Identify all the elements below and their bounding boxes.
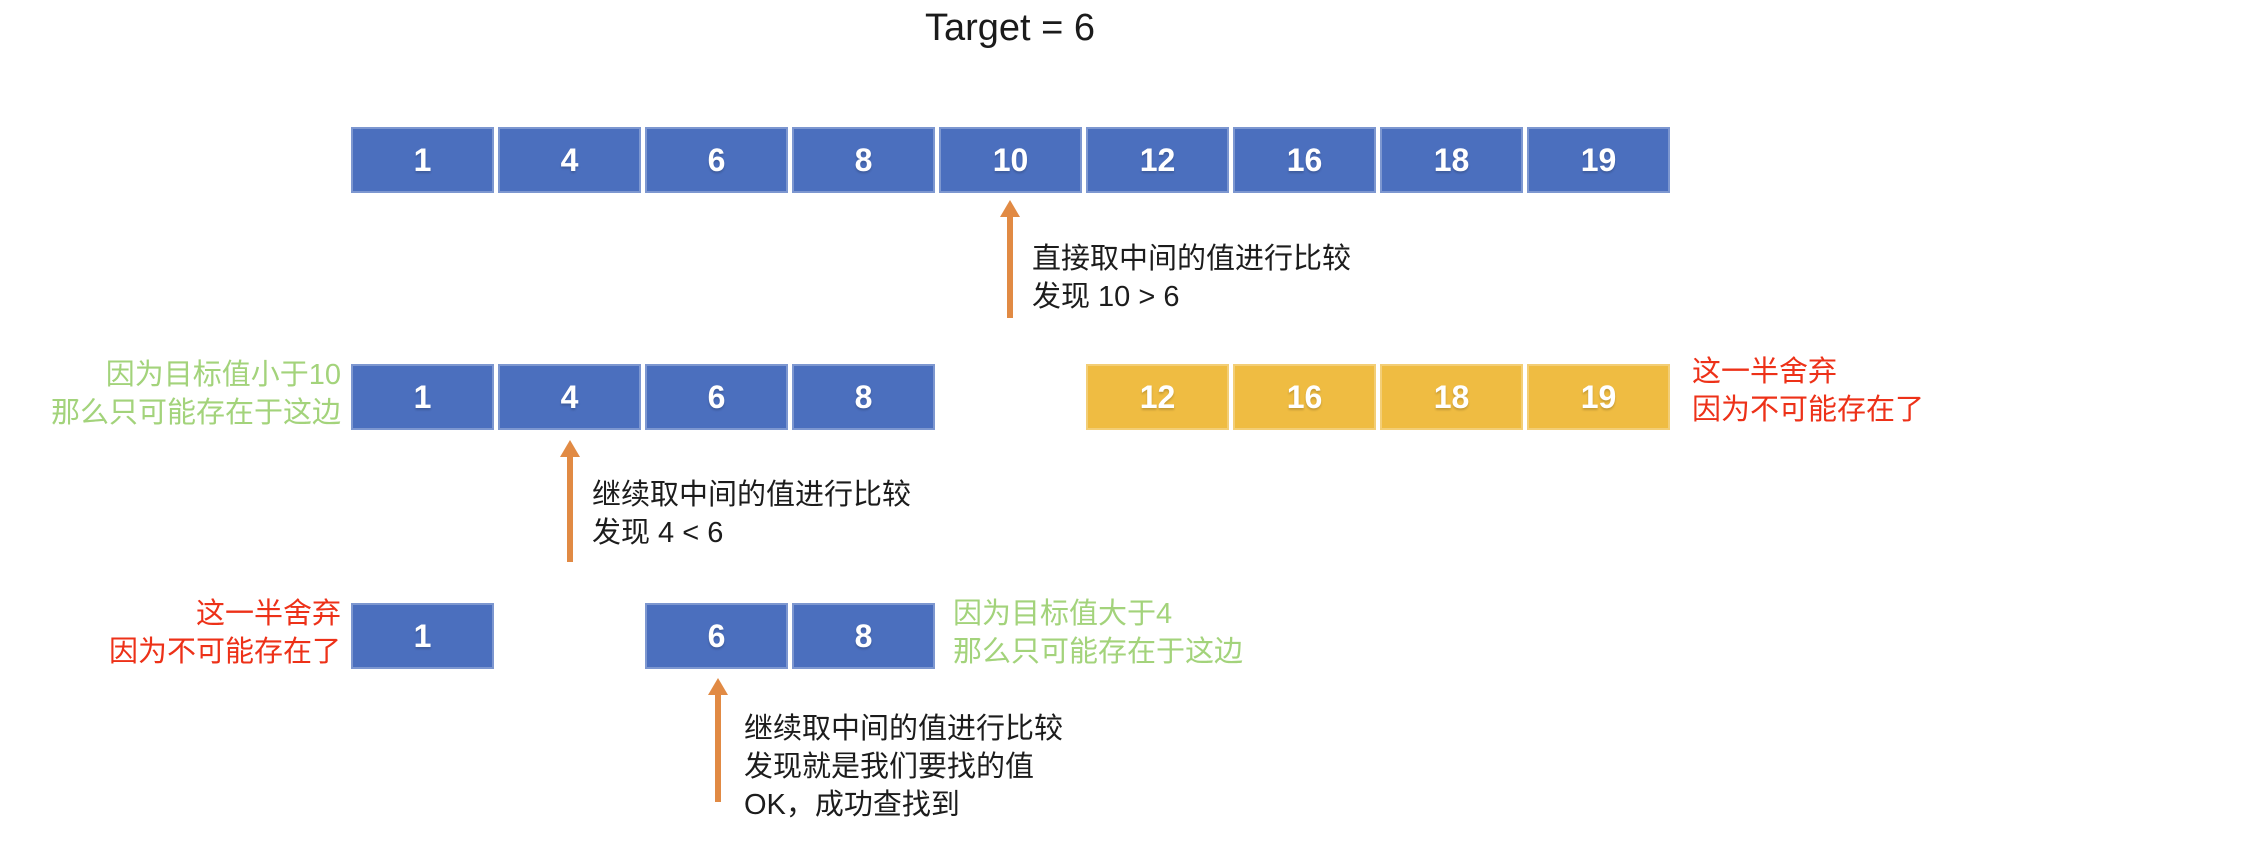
array-cell: 1: [351, 127, 494, 193]
step1-line1: 直接取中间的值进行比较: [1032, 243, 1352, 275]
keep-label-line1: 因为目标值小于10: [105, 359, 341, 391]
step2-annotation: 继续取中间的值进行比较 发现 4 < 6: [592, 476, 911, 552]
array-cell: 4: [498, 127, 641, 193]
array-cell-discarded: 12: [1086, 364, 1229, 430]
array-cell-discarded: 18: [1380, 364, 1523, 430]
array-cell-middle: 10: [939, 127, 1082, 193]
array-row-discarded-half: 12 16 18 19: [1086, 364, 1670, 430]
array-cell-middle: 4: [498, 364, 641, 430]
step1-line2: 发现 10 > 6: [1032, 281, 1180, 313]
array-cell: 18: [1380, 127, 1523, 193]
page-title: Target = 6: [925, 7, 1096, 49]
keep-label-line2: 那么只可能存在于这边: [50, 397, 341, 429]
array-cell: 8: [792, 127, 935, 193]
arrow-shaft: [1007, 217, 1013, 318]
array-cell-middle: 6: [645, 603, 788, 669]
up-arrow-icon: [560, 440, 580, 562]
step2-line1: 继续取中间的值进行比较: [592, 479, 912, 511]
step3-line3: OK，成功查找到: [744, 789, 960, 821]
array-cell: 12: [1086, 127, 1229, 193]
step1-annotation: 直接取中间的值进行比较 发现 10 > 6: [1032, 240, 1351, 316]
keep-label-line2: 那么只可能存在于这边: [953, 636, 1244, 668]
array-cell: 1: [351, 603, 494, 669]
arrow-head: [560, 440, 580, 457]
step3-line1: 继续取中间的值进行比较: [744, 713, 1064, 745]
array-cell: 6: [645, 127, 788, 193]
arrow-shaft: [567, 457, 573, 562]
array-cell: 8: [792, 364, 935, 430]
array-cell: 1: [351, 364, 494, 430]
array-row-left-half: 1 4 6 8: [351, 364, 935, 430]
discard-label-line1: 这一半舍弃: [1692, 356, 1838, 388]
arrow-shaft: [715, 695, 721, 802]
arrow-head: [1000, 200, 1020, 217]
array-row-full: 1 4 6 8 10 12 16 18 19: [351, 127, 1670, 193]
array-cell-discarded: 16: [1233, 364, 1376, 430]
array-cell-discarded: 19: [1527, 364, 1670, 430]
keep-label-right: 因为目标值大于4 那么只可能存在于这边: [953, 595, 1243, 671]
array-cell: 19: [1527, 127, 1670, 193]
array-cell: 16: [1233, 127, 1376, 193]
keep-label-left: 因为目标值小于10 那么只可能存在于这边: [51, 356, 341, 432]
array-cell: 6: [645, 364, 788, 430]
up-arrow-icon: [1000, 200, 1020, 318]
array-row-discarded-single: 1: [351, 603, 494, 669]
discard-label-line1: 这一半舍弃: [195, 598, 341, 630]
array-row-kept-pair: 6 8: [645, 603, 935, 669]
step2-line2: 发现 4 < 6: [592, 517, 724, 549]
keep-label-line1: 因为目标值大于4: [953, 598, 1173, 630]
arrow-head: [708, 678, 728, 695]
up-arrow-icon: [708, 678, 728, 802]
discard-label-line2: 因为不可能存在了: [108, 636, 341, 668]
discard-label-right: 这一半舍弃 因为不可能存在了: [1692, 353, 1924, 429]
array-cell: 8: [792, 603, 935, 669]
discard-label-left: 这一半舍弃 因为不可能存在了: [109, 595, 341, 671]
step3-annotation: 继续取中间的值进行比较 发现就是我们要找的值 OK，成功查找到: [744, 710, 1063, 824]
step3-line2: 发现就是我们要找的值: [744, 751, 1035, 783]
discard-label-line2: 因为不可能存在了: [1692, 394, 1925, 426]
